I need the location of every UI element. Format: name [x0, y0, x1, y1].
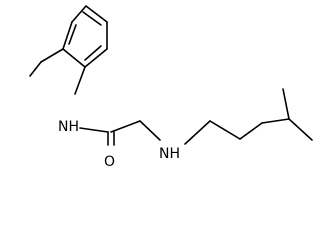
- branch-bond: [288, 118, 313, 141]
- chain-bond: [139, 120, 161, 141]
- molecule-drawing: NH O NH: [29, 5, 313, 170]
- chain-bond: [110, 120, 141, 133]
- branch-bond: [282, 88, 290, 120]
- ring-n-bond: [74, 66, 86, 95]
- ring-bond: [71, 5, 87, 23]
- n-carbonyl-bond: [79, 127, 109, 133]
- ring-double-bond: [68, 24, 77, 45]
- ring-bond: [84, 48, 108, 68]
- amide-nh-label: NH: [58, 119, 79, 135]
- ring-bond: [62, 48, 86, 68]
- methyl-bond: [40, 48, 64, 63]
- ring-double-bond: [82, 11, 102, 26]
- ring-bond: [85, 5, 108, 23]
- chain-bond: [209, 120, 241, 140]
- ring-bond: [62, 21, 73, 50]
- chain-bond: [184, 120, 211, 145]
- carbonyl-o-label: O: [104, 154, 115, 170]
- benzene-ring: [62, 5, 108, 68]
- chain-bond: [261, 118, 290, 124]
- amine-nh-label: NH: [159, 146, 180, 162]
- ring-double-bond: [84, 45, 102, 61]
- methyl-bond: [29, 61, 42, 77]
- chain-bond: [239, 122, 263, 140]
- structure-diagram: NH O NH: [29, 5, 313, 170]
